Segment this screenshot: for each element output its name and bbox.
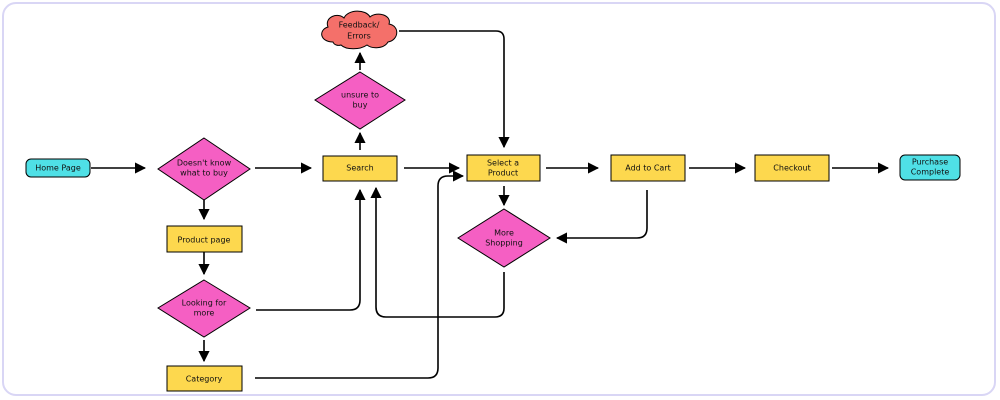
node-feedback-errors: Feedback/ Errors — [321, 10, 398, 50]
edge-category-to-select — [255, 170, 465, 379]
node-checkout: Checkout — [754, 154, 830, 182]
edges — [91, 30, 890, 379]
node-label: Category — [186, 375, 223, 384]
edge-add-cart-to-more-shopping — [555, 190, 648, 244]
node-label: Product — [488, 169, 518, 178]
node-label: Add to Cart — [625, 164, 671, 173]
node-label: Looking for — [182, 299, 227, 308]
node-label: Select a — [487, 159, 519, 168]
edge-feedback-to-select — [399, 30, 510, 149]
node-label: Errors — [347, 32, 371, 41]
edge-looking-to-search — [256, 188, 366, 311]
node-label: buy — [353, 101, 368, 110]
node-looking-for-more: Looking for more — [157, 279, 251, 338]
node-unsure-to-buy: unsure to buy — [314, 71, 406, 130]
node-label: what to buy — [180, 169, 228, 178]
node-add-to-cart: Add to Cart — [610, 154, 686, 182]
node-label: Home Page — [35, 164, 81, 173]
node-label: Feedback/ — [339, 21, 380, 30]
node-label: more — [194, 309, 215, 318]
node-label: Shopping — [485, 239, 523, 248]
node-label: unsure to — [341, 91, 379, 100]
node-home-page: Home Page — [25, 158, 91, 178]
node-label: More — [494, 229, 514, 238]
node-more-shopping: More Shopping — [457, 208, 551, 268]
node-category: Category — [166, 365, 243, 392]
node-label: Complete — [911, 168, 950, 177]
node-select-a-product: Select a Product — [466, 154, 541, 182]
edge-more-shopping-to-search — [370, 186, 505, 318]
node-search: Search — [322, 155, 398, 182]
node-label: Product page — [178, 236, 231, 245]
node-label: Search — [346, 164, 373, 173]
node-label: Purchase — [912, 158, 948, 167]
node-product-page: Product page — [166, 225, 243, 253]
node-label: Checkout — [773, 164, 810, 173]
node-doesnt-know-what-to-buy: Doesn't know what to buy — [157, 137, 251, 201]
node-purchase-complete: Purchase Complete — [899, 154, 961, 181]
node-label: Doesn't know — [177, 159, 232, 168]
